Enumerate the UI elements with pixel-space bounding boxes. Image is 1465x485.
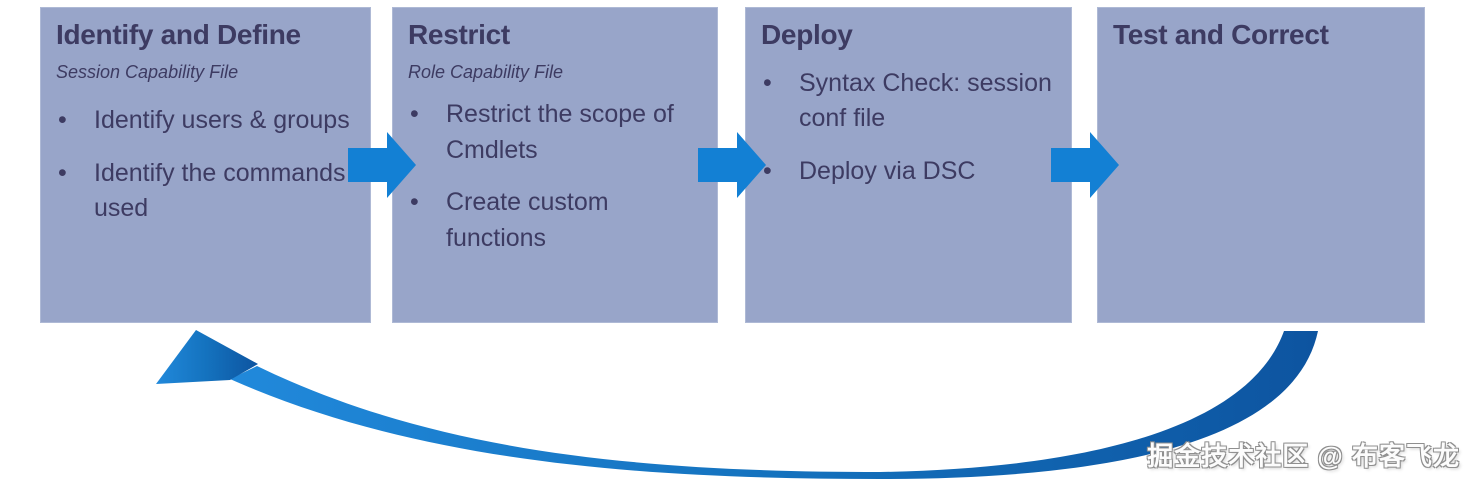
stage-title: Deploy (761, 19, 853, 50)
bullet-item: • Identify users & groups (56, 103, 358, 139)
stage-bullet-list: • Restrict the scope of Cmdlets • Create… (408, 97, 705, 256)
right-arrow-icon (348, 132, 416, 198)
right-arrow-icon (698, 132, 766, 198)
watermark-text: 掘金技术社区 @ 布客飞龙 (1147, 441, 1460, 471)
bullet-item: • Deploy via DSC (761, 154, 1059, 190)
bullet-item: • Syntax Check: session conf file (761, 66, 1059, 137)
stage-subtitle: Role Capability File (408, 61, 564, 82)
bullet-dot-icon: • (58, 106, 67, 135)
bullet-text: Deploy via DSC (799, 156, 976, 185)
bullet-text: Syntax Check: session conf file (799, 68, 1052, 133)
stage-bullet-list: • Identify users & groups • Identify the… (56, 103, 358, 227)
bullet-dot-icon: • (58, 158, 67, 187)
stage-box-identify-and-define: Identify and Define Session Capability F… (40, 7, 371, 323)
bullet-text: Restrict the scope of Cmdlets (446, 100, 674, 164)
bullet-item: • Restrict the scope of Cmdlets (408, 97, 705, 168)
stage-title: Identify and Define (56, 19, 301, 50)
stage-box-restrict: Restrict Role Capability File • Restrict… (392, 7, 718, 323)
bullet-dot-icon: • (410, 100, 419, 129)
stage-title: Restrict (408, 19, 510, 50)
right-arrow-icon (1051, 132, 1119, 198)
stage-box-deploy: Deploy • Syntax Check: session conf file… (745, 7, 1072, 323)
stage-box-test-and-correct: Test and Correct (1097, 7, 1425, 323)
stage-bullet-list: • Syntax Check: session conf file • Depl… (761, 66, 1059, 190)
stage-title: Test and Correct (1113, 19, 1329, 50)
bullet-dot-icon: • (763, 156, 772, 185)
bullet-text: Create custom functions (446, 188, 609, 252)
bullet-dot-icon: • (763, 68, 772, 97)
bullet-text: Identify users & groups (94, 106, 350, 135)
stage-subtitle: Session Capability File (56, 61, 239, 82)
bullet-item: • Identify the commands used (56, 156, 358, 227)
bullet-text: Identify the commands used (94, 158, 346, 223)
bullet-dot-icon: • (410, 188, 419, 217)
bullet-item: • Create custom functions (408, 185, 705, 256)
